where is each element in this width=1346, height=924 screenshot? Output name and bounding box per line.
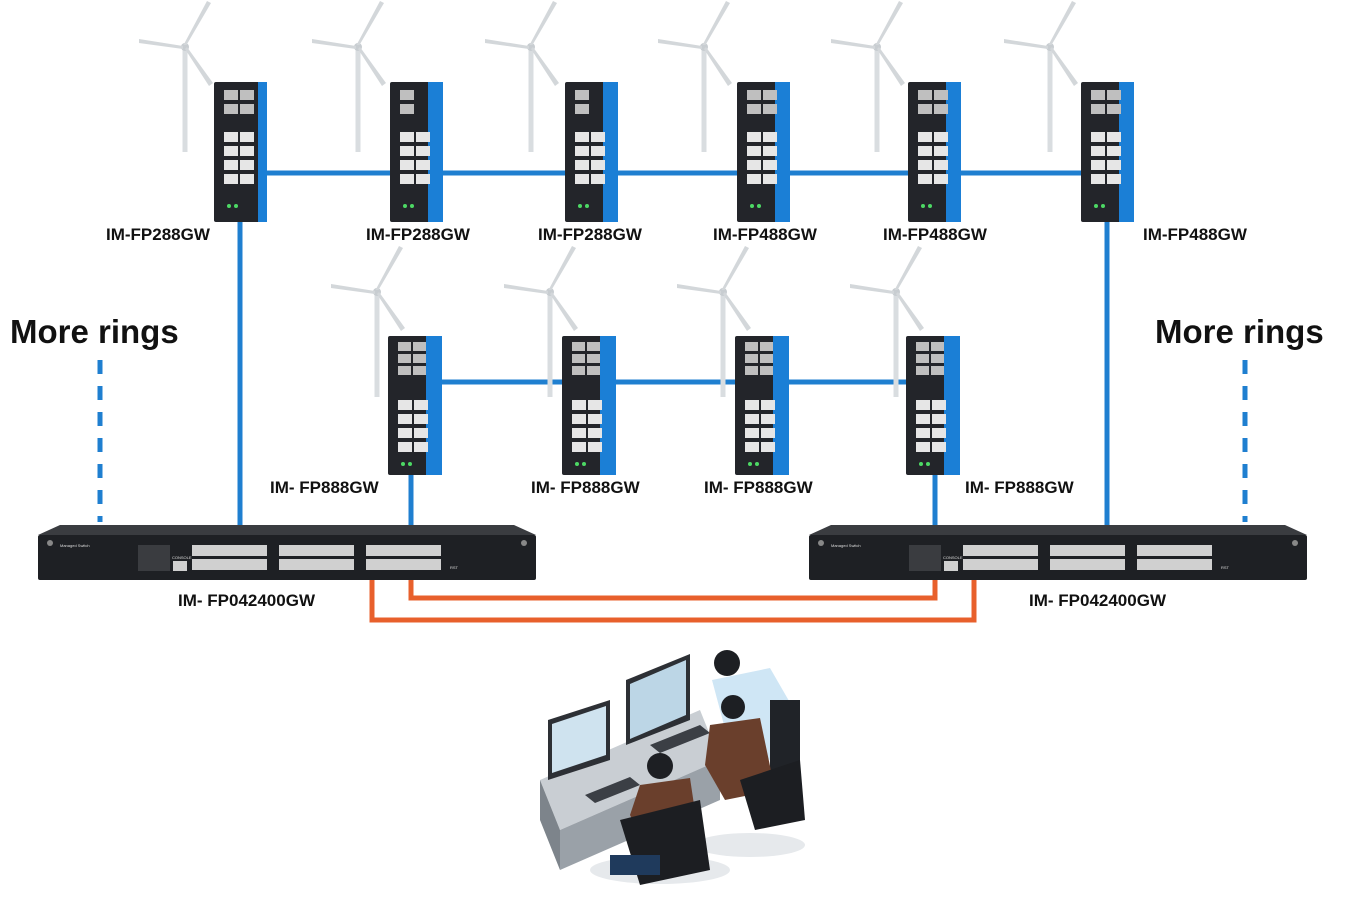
bottom-ring-switches bbox=[388, 336, 960, 475]
more-rings-left-label: More rings bbox=[10, 313, 179, 350]
switch-device bbox=[388, 336, 442, 475]
core-trunk-links bbox=[369, 578, 977, 623]
wind-turbine-icon bbox=[485, 1, 559, 152]
bottom-switch-label: IM- FP888GW bbox=[704, 478, 814, 497]
core-switch-label: IM- FP042400GW bbox=[178, 591, 316, 610]
top-switch-label: IM-FP488GW bbox=[883, 225, 988, 244]
switch-device bbox=[562, 336, 616, 475]
switch-device bbox=[1081, 82, 1134, 222]
switch-device bbox=[908, 82, 961, 222]
switch-device bbox=[735, 336, 789, 475]
top-switch-label: IM-FP288GW bbox=[538, 225, 643, 244]
switch-device bbox=[214, 82, 267, 222]
rst-label: RST bbox=[1221, 565, 1230, 570]
control-room-operators-icon bbox=[540, 650, 805, 885]
wind-turbine-icon bbox=[831, 1, 905, 152]
rst-label: RST bbox=[450, 565, 459, 570]
core-switch-left: Managed Switch CONSOLE RST bbox=[38, 525, 536, 580]
switch-device bbox=[565, 82, 618, 222]
top-switch-label: IM-FP288GW bbox=[366, 225, 471, 244]
more-rings-dashed-links bbox=[97, 360, 1248, 522]
more-rings-right-label: More rings bbox=[1155, 313, 1324, 350]
core-switch-panel-text: Managed Switch bbox=[831, 543, 861, 548]
bottom-ring-links bbox=[408, 379, 938, 525]
wind-turbine-icon bbox=[139, 1, 213, 152]
wind-turbine-icon bbox=[658, 1, 732, 152]
console-label: CONSOLE bbox=[943, 555, 963, 560]
core-switch-panel-text: Managed Switch bbox=[60, 543, 90, 548]
top-switch-label: IM-FP488GW bbox=[713, 225, 818, 244]
top-ring-switches bbox=[214, 82, 1134, 222]
console-label: CONSOLE bbox=[172, 555, 192, 560]
device-labels: IM-FP288GW IM-FP288GW IM-FP288GW IM-FP48… bbox=[106, 225, 1248, 610]
bottom-switch-label: IM- FP888GW bbox=[531, 478, 641, 497]
core-switch-label: IM- FP042400GW bbox=[1029, 591, 1167, 610]
switch-device bbox=[737, 82, 790, 222]
core-switch-right: Managed Switch CONSOLE RST bbox=[809, 525, 1307, 580]
bottom-switch-label: IM- FP888GW bbox=[965, 478, 1075, 497]
top-switch-label: IM-FP288GW bbox=[106, 225, 211, 244]
switch-device bbox=[906, 336, 960, 475]
switch-device bbox=[390, 82, 443, 222]
wind-turbine-icon bbox=[312, 1, 386, 152]
bottom-switch-label: IM- FP888GW bbox=[270, 478, 380, 497]
top-switch-label: IM-FP488GW bbox=[1143, 225, 1248, 244]
wind-turbine-icon bbox=[1004, 1, 1078, 152]
